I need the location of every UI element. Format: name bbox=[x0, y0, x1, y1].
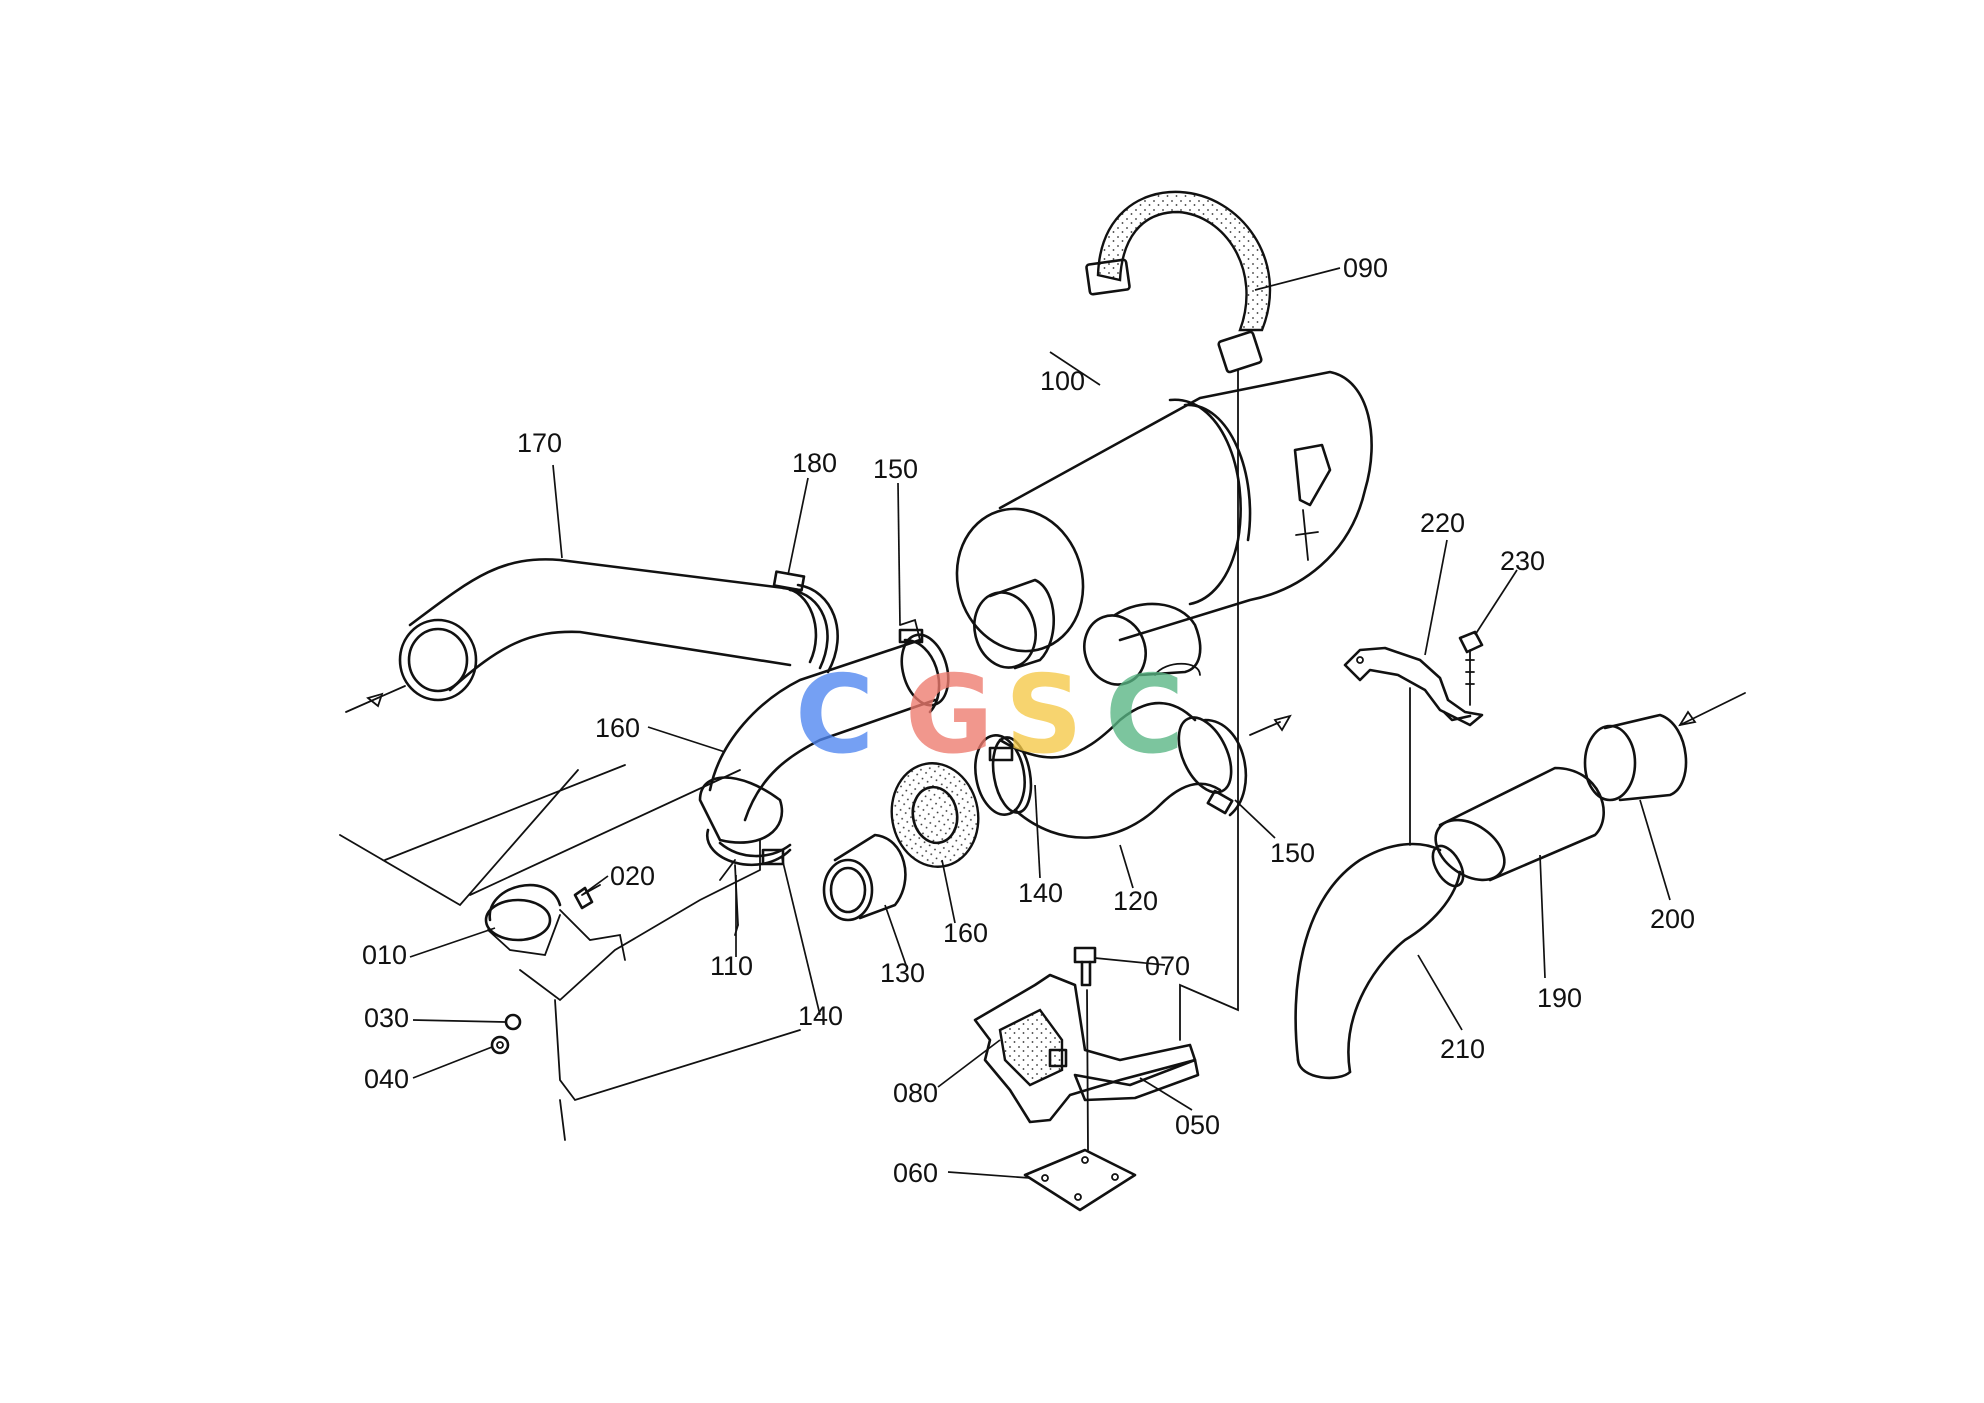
frame-and-bracket-010 bbox=[339, 764, 801, 1141]
washer-040 bbox=[490, 1035, 510, 1055]
label-150-lower: 150 bbox=[1270, 838, 1315, 868]
label-220: 220 bbox=[1420, 508, 1465, 538]
label-100: 100 bbox=[1040, 366, 1085, 396]
label-110: 110 bbox=[710, 951, 753, 981]
base-plate-060 bbox=[1023, 1148, 1137, 1212]
label-170: 170 bbox=[517, 428, 562, 458]
sleeve-200 bbox=[1583, 692, 1746, 802]
hose-clamp-180 bbox=[772, 570, 839, 674]
label-180: 180 bbox=[792, 448, 837, 478]
label-070: 070 bbox=[1145, 951, 1190, 981]
watermark-letter-g: G bbox=[905, 653, 994, 778]
watermark-letter-c2: C bbox=[1105, 653, 1184, 778]
elbow-hose-160 bbox=[698, 633, 950, 867]
mounting-bracket-080 bbox=[973, 973, 1197, 1124]
hose-clamp-150-lower bbox=[1203, 714, 1292, 817]
label-030: 030 bbox=[364, 1003, 409, 1033]
air-hose-120 bbox=[991, 701, 1233, 839]
assembly-line-090-080 bbox=[1179, 369, 1239, 1041]
label-160-upper: 160 bbox=[595, 713, 640, 743]
leader-lines bbox=[409, 267, 1671, 1179]
assembly-line-070-060 bbox=[1086, 989, 1089, 1151]
nut-030 bbox=[504, 1013, 522, 1031]
label-160-ring: 160 bbox=[943, 918, 988, 948]
bolt-230 bbox=[1458, 630, 1484, 706]
air-cleaner-100 bbox=[955, 370, 1373, 686]
label-090: 090 bbox=[1343, 253, 1388, 283]
label-020: 020 bbox=[610, 861, 655, 891]
label-080: 080 bbox=[893, 1078, 938, 1108]
oval-pipe-190 bbox=[1434, 766, 1605, 882]
label-140-lower: 140 bbox=[798, 1001, 843, 1031]
holding-band-090 bbox=[1085, 190, 1272, 374]
elbow-pipe-210 bbox=[1294, 842, 1465, 1080]
watermark-letter-s: S bbox=[1005, 653, 1083, 778]
label-010: 010 bbox=[362, 940, 407, 970]
label-140-mid: 140 bbox=[1018, 878, 1063, 908]
hose-clamp-150-upper bbox=[898, 618, 941, 714]
label-050: 050 bbox=[1175, 1110, 1220, 1140]
sleeve-130 bbox=[822, 833, 907, 922]
air-pipe-170 bbox=[345, 558, 818, 713]
label-210: 210 bbox=[1440, 1034, 1485, 1064]
cgsc-watermark: C G S C bbox=[795, 653, 1184, 778]
label-060: 060 bbox=[893, 1158, 938, 1188]
label-040: 040 bbox=[364, 1064, 409, 1094]
label-230: 230 bbox=[1500, 546, 1545, 576]
hose-clamp-140-mid bbox=[974, 734, 1026, 816]
callout-labels: 090 100 170 180 150 160 020 010 110 030 … bbox=[362, 253, 1695, 1188]
bolt-020 bbox=[573, 884, 601, 910]
bolt-070 bbox=[1073, 946, 1097, 987]
label-120: 120 bbox=[1113, 886, 1158, 916]
label-150-upper: 150 bbox=[873, 454, 918, 484]
watermark-letter-c1: C bbox=[795, 653, 874, 778]
label-130: 130 bbox=[880, 958, 925, 988]
label-190: 190 bbox=[1537, 983, 1582, 1013]
hose-clamp-140-lower bbox=[718, 841, 792, 866]
bracket-220 bbox=[1343, 646, 1484, 727]
label-200: 200 bbox=[1650, 904, 1695, 934]
plate-050 bbox=[1073, 1058, 1200, 1102]
